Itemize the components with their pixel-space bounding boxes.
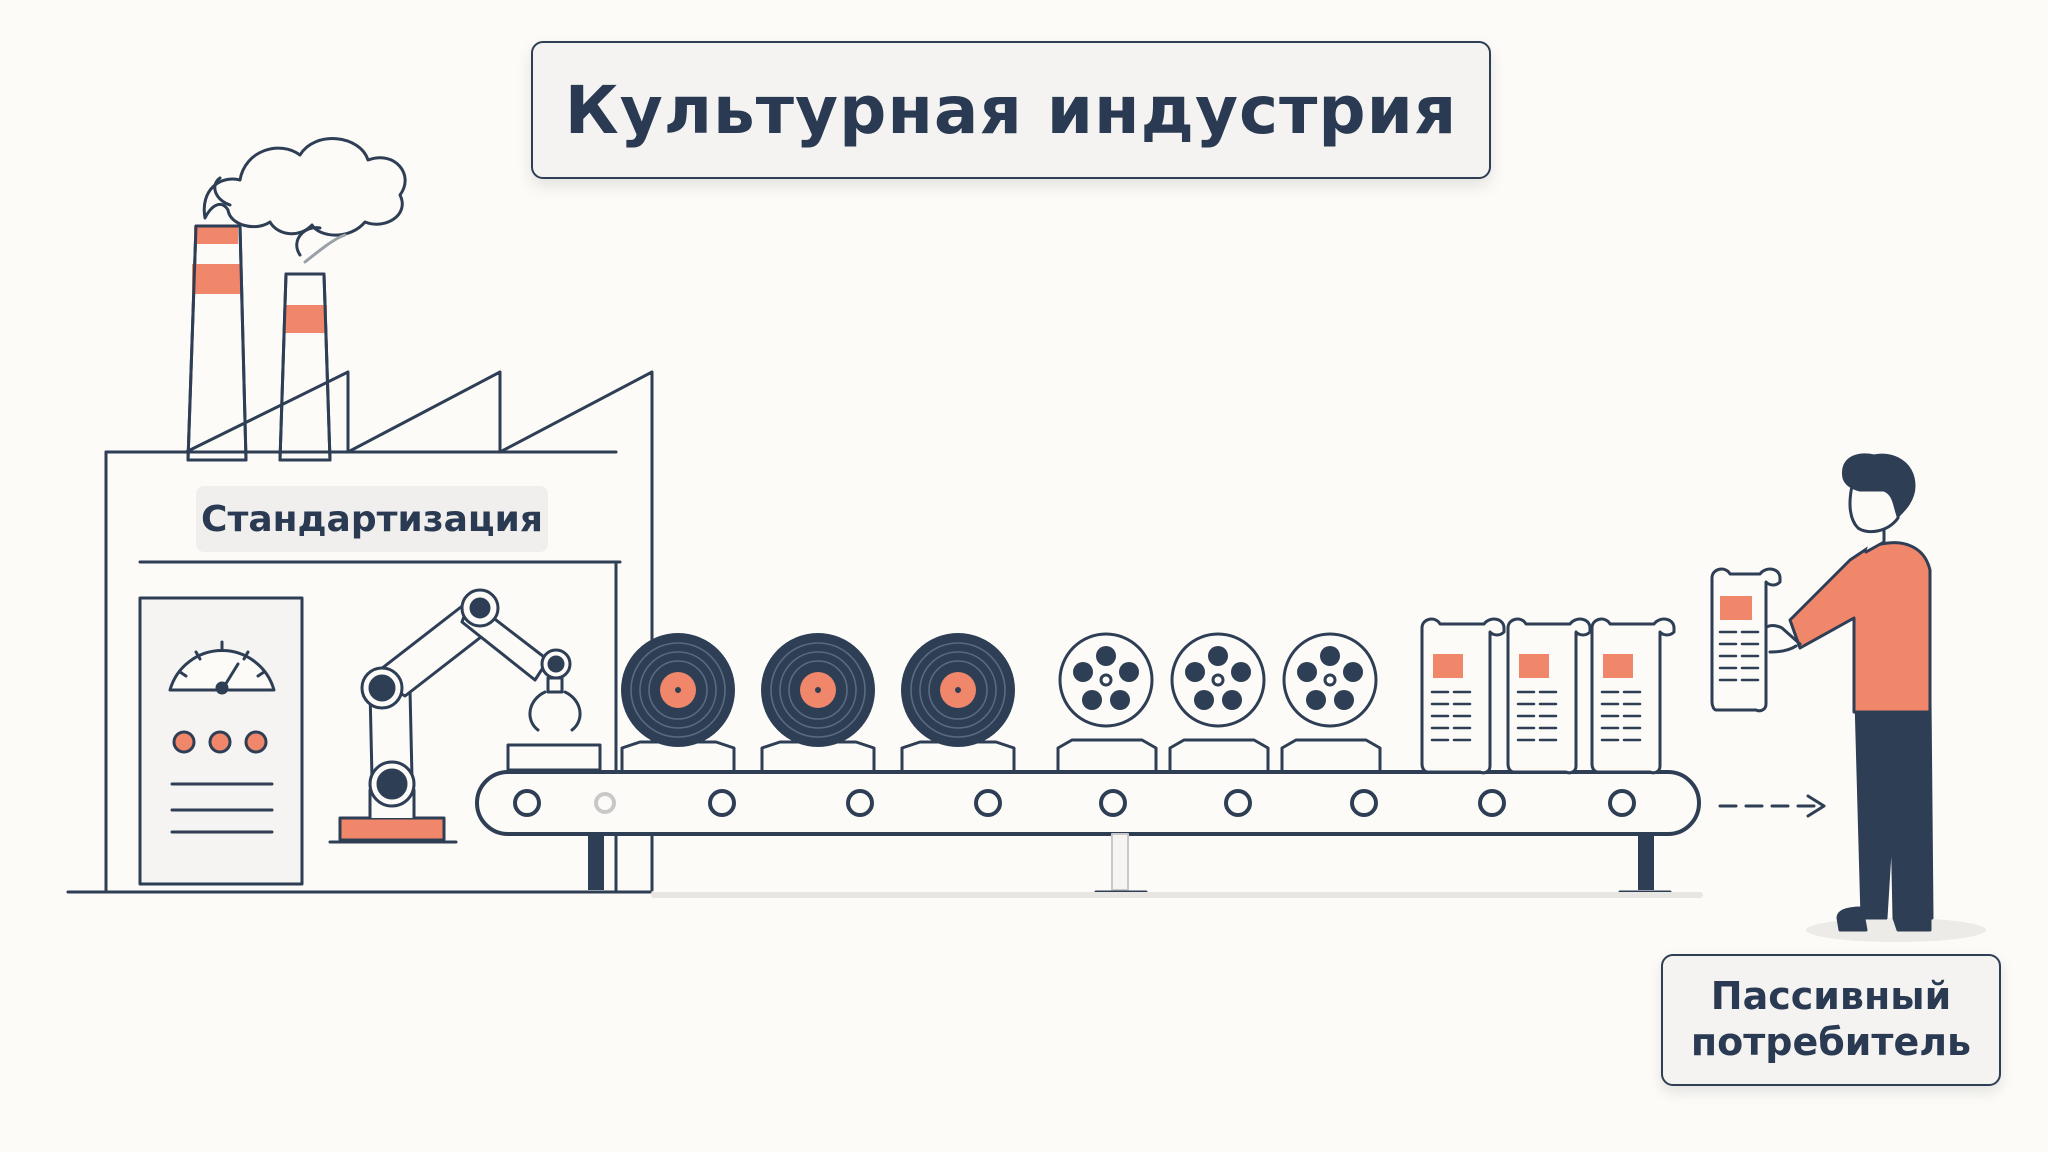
standardization-label: Стандартизация (196, 486, 548, 552)
film-reel-icon (1056, 632, 1382, 772)
conveyor-belt-icon (475, 770, 1703, 898)
consumer-label-box: Пассивный потребитель (1661, 954, 2001, 1086)
gauge-icon (168, 640, 276, 695)
newspaper-scroll-icon (1420, 617, 1676, 775)
consumer-label-line2: потребитель (1690, 1020, 1972, 1064)
page-title: Культурная индустрия (564, 71, 1458, 149)
chimney-icon (186, 224, 332, 462)
smoke-icon (202, 137, 407, 264)
newspaper-scroll-icon (1710, 567, 1782, 713)
factory-icon (66, 370, 654, 894)
person-icon (1761, 453, 1986, 942)
vinyl-record-icon (620, 633, 1016, 772)
robot-arm-icon (328, 588, 602, 844)
consumer-label-line1: Пассивный (1710, 974, 1952, 1019)
title-box: Культурная индустрия (531, 41, 1491, 179)
arrow-right-icon (1718, 794, 1826, 818)
